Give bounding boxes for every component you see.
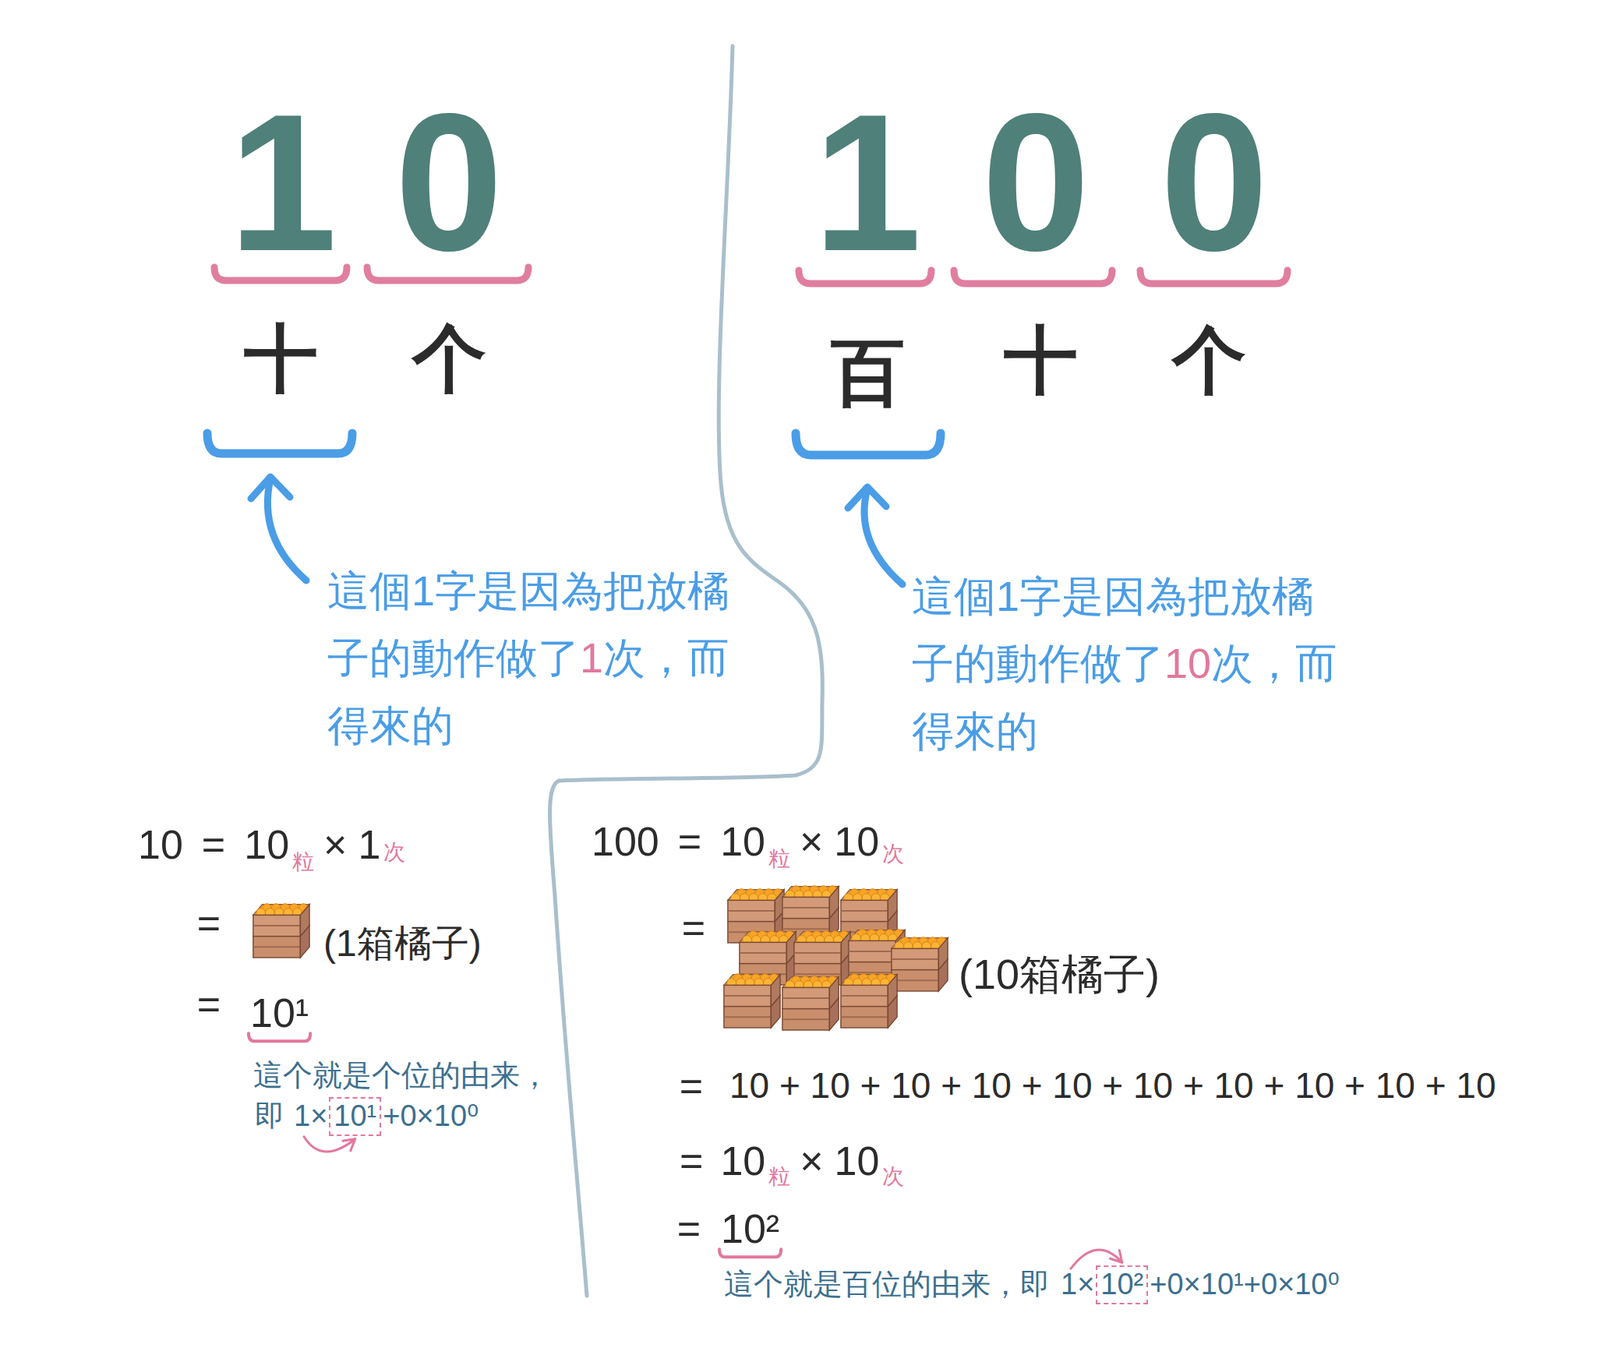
place-name: 十 [243, 314, 318, 403]
equation-term: 10 [720, 817, 766, 866]
arrow-head [342, 1139, 356, 1152]
equation-term: 10 [720, 1137, 766, 1186]
orange-crate [840, 974, 898, 1028]
crate-caption: (10箱橘子) [958, 949, 1160, 1000]
equation-term: 10 [833, 817, 880, 866]
arrow-head [1109, 1250, 1122, 1263]
callout: 這個1字是因為把放橘子的動作做了10次，而得來的 [911, 562, 1349, 765]
place-name: 个 [412, 314, 487, 403]
highlight-bracket [207, 433, 353, 454]
highlight-bracket [795, 433, 941, 456]
formula-term: +0×10⁰ [382, 1098, 479, 1135]
crate-caption: (1箱橘子) [323, 921, 482, 967]
unit-subscript: 次 [383, 839, 406, 866]
unit-subscript: 粒 [292, 848, 315, 876]
equation-term: 10 [243, 820, 290, 869]
equals-sign: = [201, 820, 226, 869]
equals-sign: = [681, 904, 706, 953]
times-sign: × [799, 817, 823, 866]
orange-crate [891, 937, 948, 992]
times-sign: × [323, 820, 347, 869]
place-value-digit: 0 [981, 66, 1090, 301]
formula-term: 10¹ [328, 1097, 382, 1137]
equation-term: 10 [834, 1137, 880, 1186]
orange-crate [253, 904, 310, 958]
place-name: 十 [1003, 315, 1078, 405]
unit-subscript: 粒 [768, 845, 791, 873]
formula-term: 1× [1060, 1267, 1095, 1304]
formula-term: 10² [1095, 1265, 1148, 1305]
arrow-head [847, 487, 887, 509]
orange-crate [782, 976, 839, 1031]
place-value-digit: 0 [394, 66, 503, 301]
place-name: 百 [830, 328, 905, 417]
formula-term: 1× [293, 1098, 328, 1135]
equation-term: 1 [357, 820, 381, 869]
equation-term: 100 [591, 817, 660, 866]
note-text: 這个就是百位的由来，即 [724, 1267, 1050, 1304]
equals-sign: = [679, 1062, 703, 1111]
pointer-arrow [303, 1137, 356, 1152]
place-value-digit: 1 [228, 66, 337, 301]
note-text: 即 [254, 1098, 285, 1135]
formula-term: +0×10¹+0×10⁰ [1149, 1267, 1339, 1304]
power-result: 10¹ [250, 988, 309, 1038]
place-name: 个 [1172, 315, 1247, 405]
unit-subscript: 次 [882, 1163, 905, 1191]
equals-sign: = [678, 817, 702, 866]
equals-sign: = [197, 899, 221, 948]
unit-subscript: 粒 [768, 1163, 791, 1191]
equals-sign: = [197, 980, 221, 1029]
equals-sign: = [679, 1137, 703, 1186]
equation-term: 10 [137, 820, 184, 869]
orange-crate [724, 974, 781, 1028]
place-value-digit: 1 [812, 66, 922, 301]
callout-text: 1 [579, 634, 604, 682]
note-text: 這个就是个位的由来， [253, 1058, 550, 1095]
arrow-head [250, 476, 290, 499]
power-result: 10² [720, 1204, 780, 1254]
times-sign: × [799, 1137, 823, 1186]
unit-subscript: 次 [882, 840, 905, 868]
place-value-digit: 0 [1159, 66, 1268, 301]
callout: 這個1字是因為把放橘子的動作做了1次，而得來的 [327, 557, 764, 760]
callout-text: 10 [1164, 639, 1212, 687]
repeated-sum: 10 + 10 + 10 + 10 + 10 + 10 + 10 + 10 + … [729, 1064, 1496, 1108]
equals-sign: = [677, 1204, 701, 1254]
